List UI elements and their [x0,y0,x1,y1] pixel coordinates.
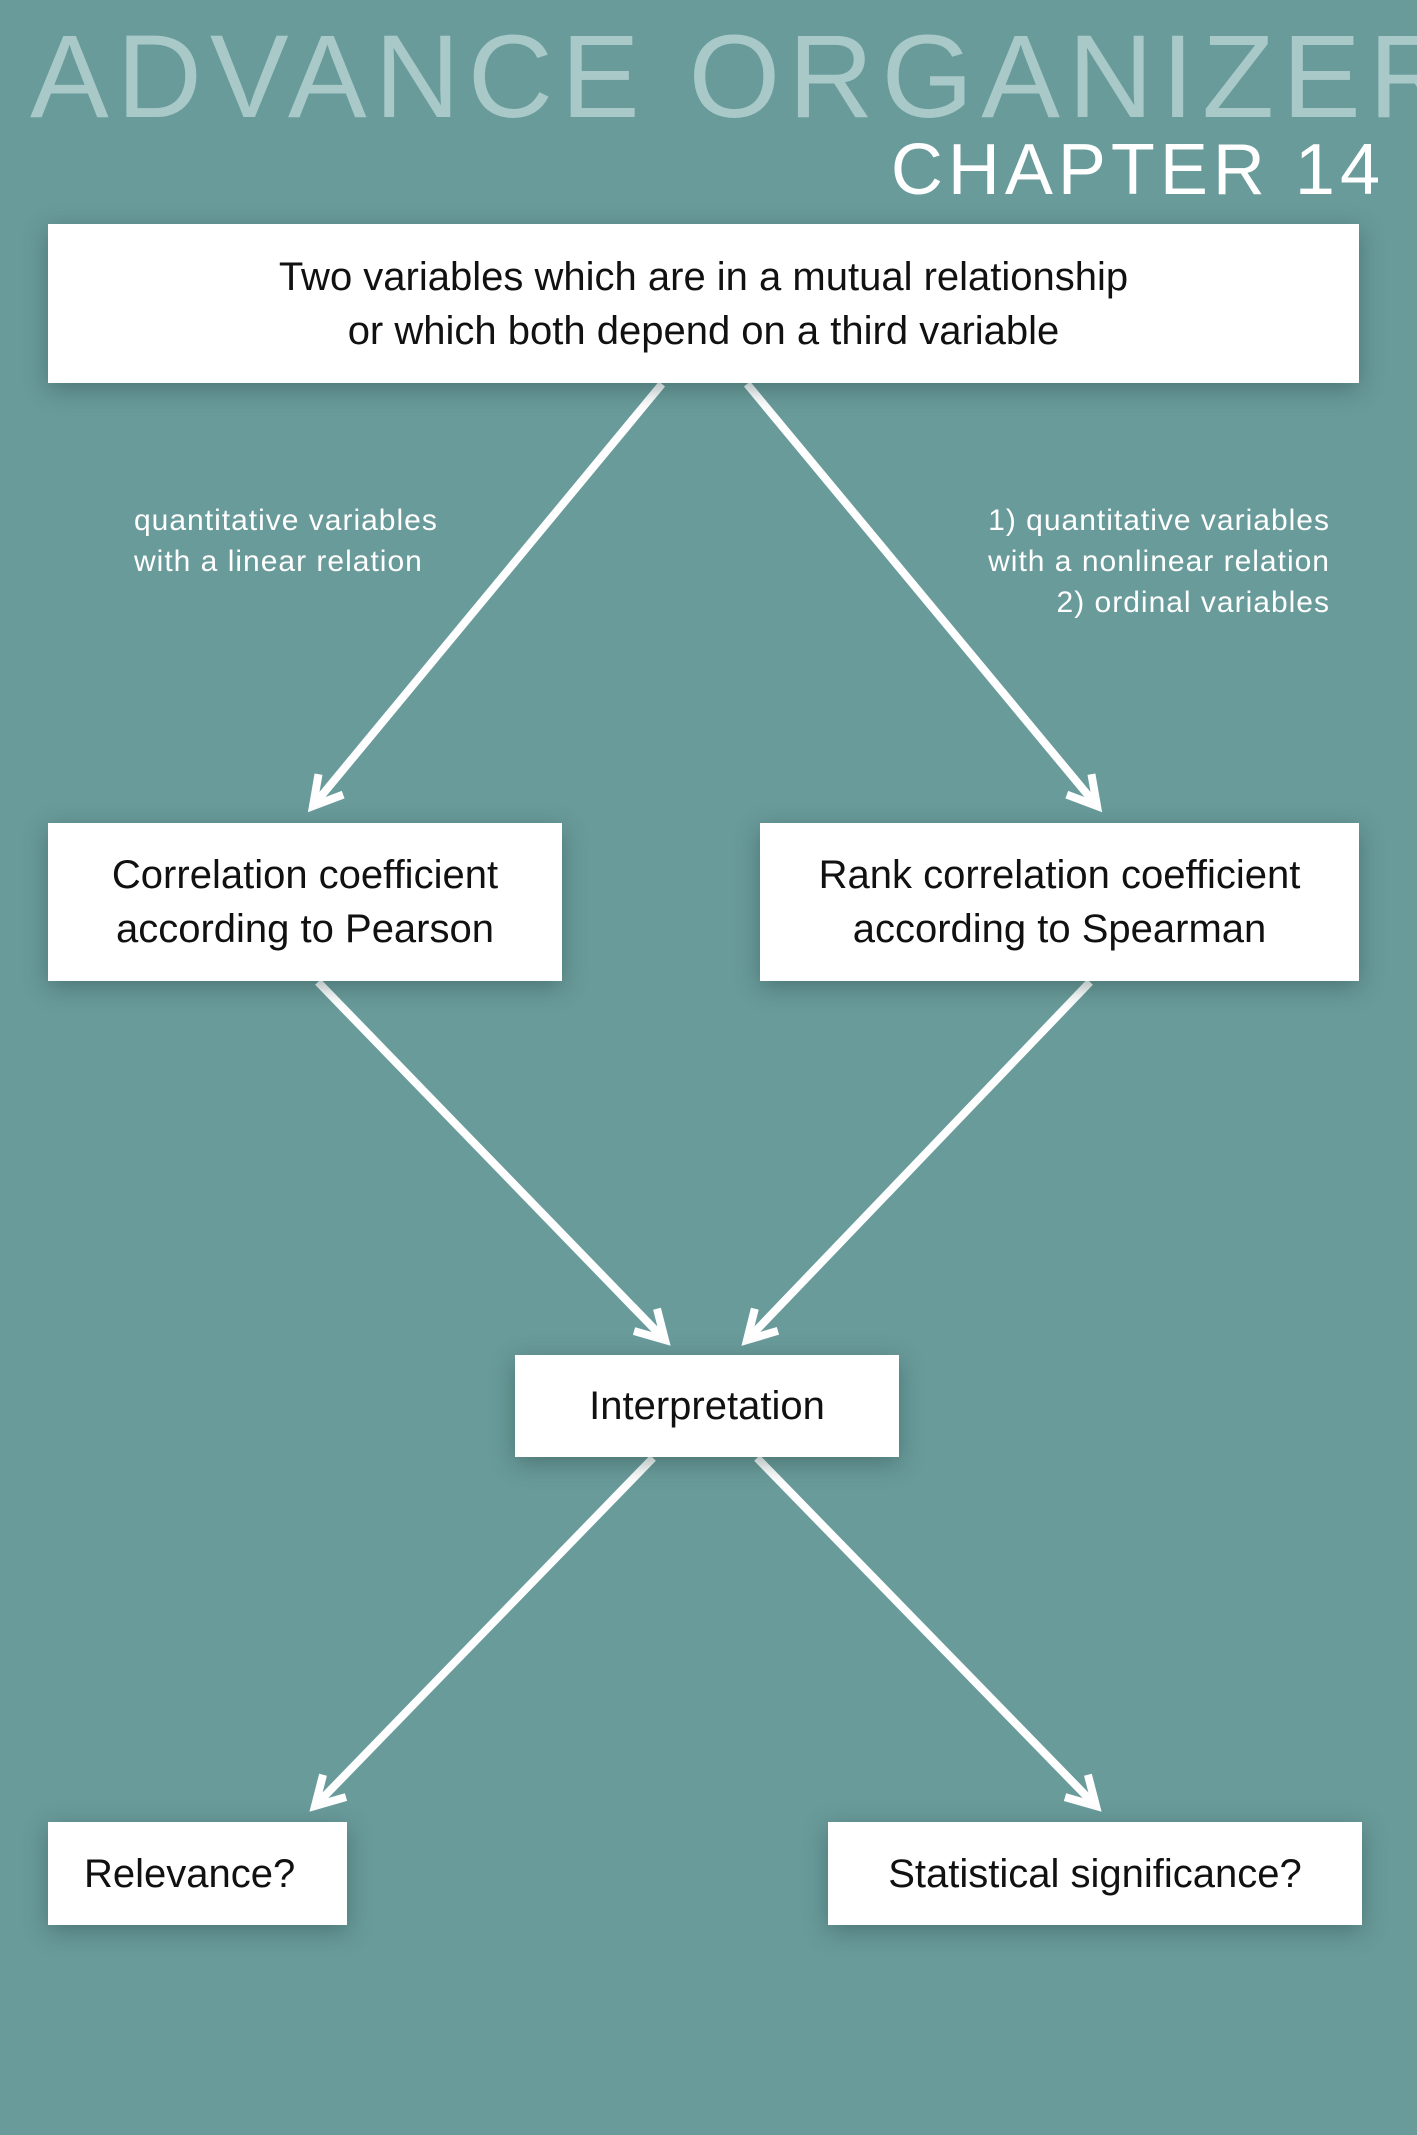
node-spearman: Rank correlation coefficient according to… [760,823,1359,981]
arrow-interpretation-to-relevance [309,1455,656,1812]
node-pearson-line2: according to Pearson [115,907,494,951]
node-root: Two variables which are in a mutual rela… [48,224,1359,383]
edge-label-right-line: 2) ordinal variables [1056,586,1330,619]
arrow-root-to-pearson [307,381,666,813]
node-relevance-label: Relevance? [84,1851,296,1896]
arrow-spearman-to-interpretation [741,979,1093,1346]
node-pearson: Correlation coefficient according to Pear… [48,823,562,981]
arrow-interpretation-to-significance [754,1455,1102,1812]
node-interpretation-label: Interpretation [589,1384,825,1428]
edge-label-left-line: quantitative variables [134,504,438,537]
node-significance-label: Statistical significance? [888,1851,1302,1896]
node-pearson-line1: Correlation coefficient [111,853,499,897]
arrow-root-to-spearman [743,381,1103,813]
node-significance: Statistical significance? [828,1822,1362,1925]
arrow-pearson-to-interpretation [315,979,671,1346]
edge-label-right: 1) quantitative variables with a nonline… [988,500,1330,623]
node-root-line2: or which both depend on a third variable [347,308,1060,353]
edge-label-left: quantitative variables with a linear rel… [134,500,438,582]
edge-label-left-line: with a linear relation [134,545,423,578]
node-relevance: Relevance? [48,1822,347,1925]
edge-label-right-line: with a nonlinear relation [988,545,1330,578]
node-interpretation: Interpretation [515,1355,899,1457]
node-spearman-line1: Rank correlation coefficient [818,853,1301,897]
node-spearman-line2: according to Spearman [852,907,1267,951]
edge-label-right-line: 1) quantitative variables [988,504,1330,537]
node-root-line1: Two variables which are in a mutual rela… [278,254,1129,299]
page-title: ADVANCE ORGANIZER [30,11,1417,143]
chapter-label: CHAPTER 14 [890,130,1385,210]
